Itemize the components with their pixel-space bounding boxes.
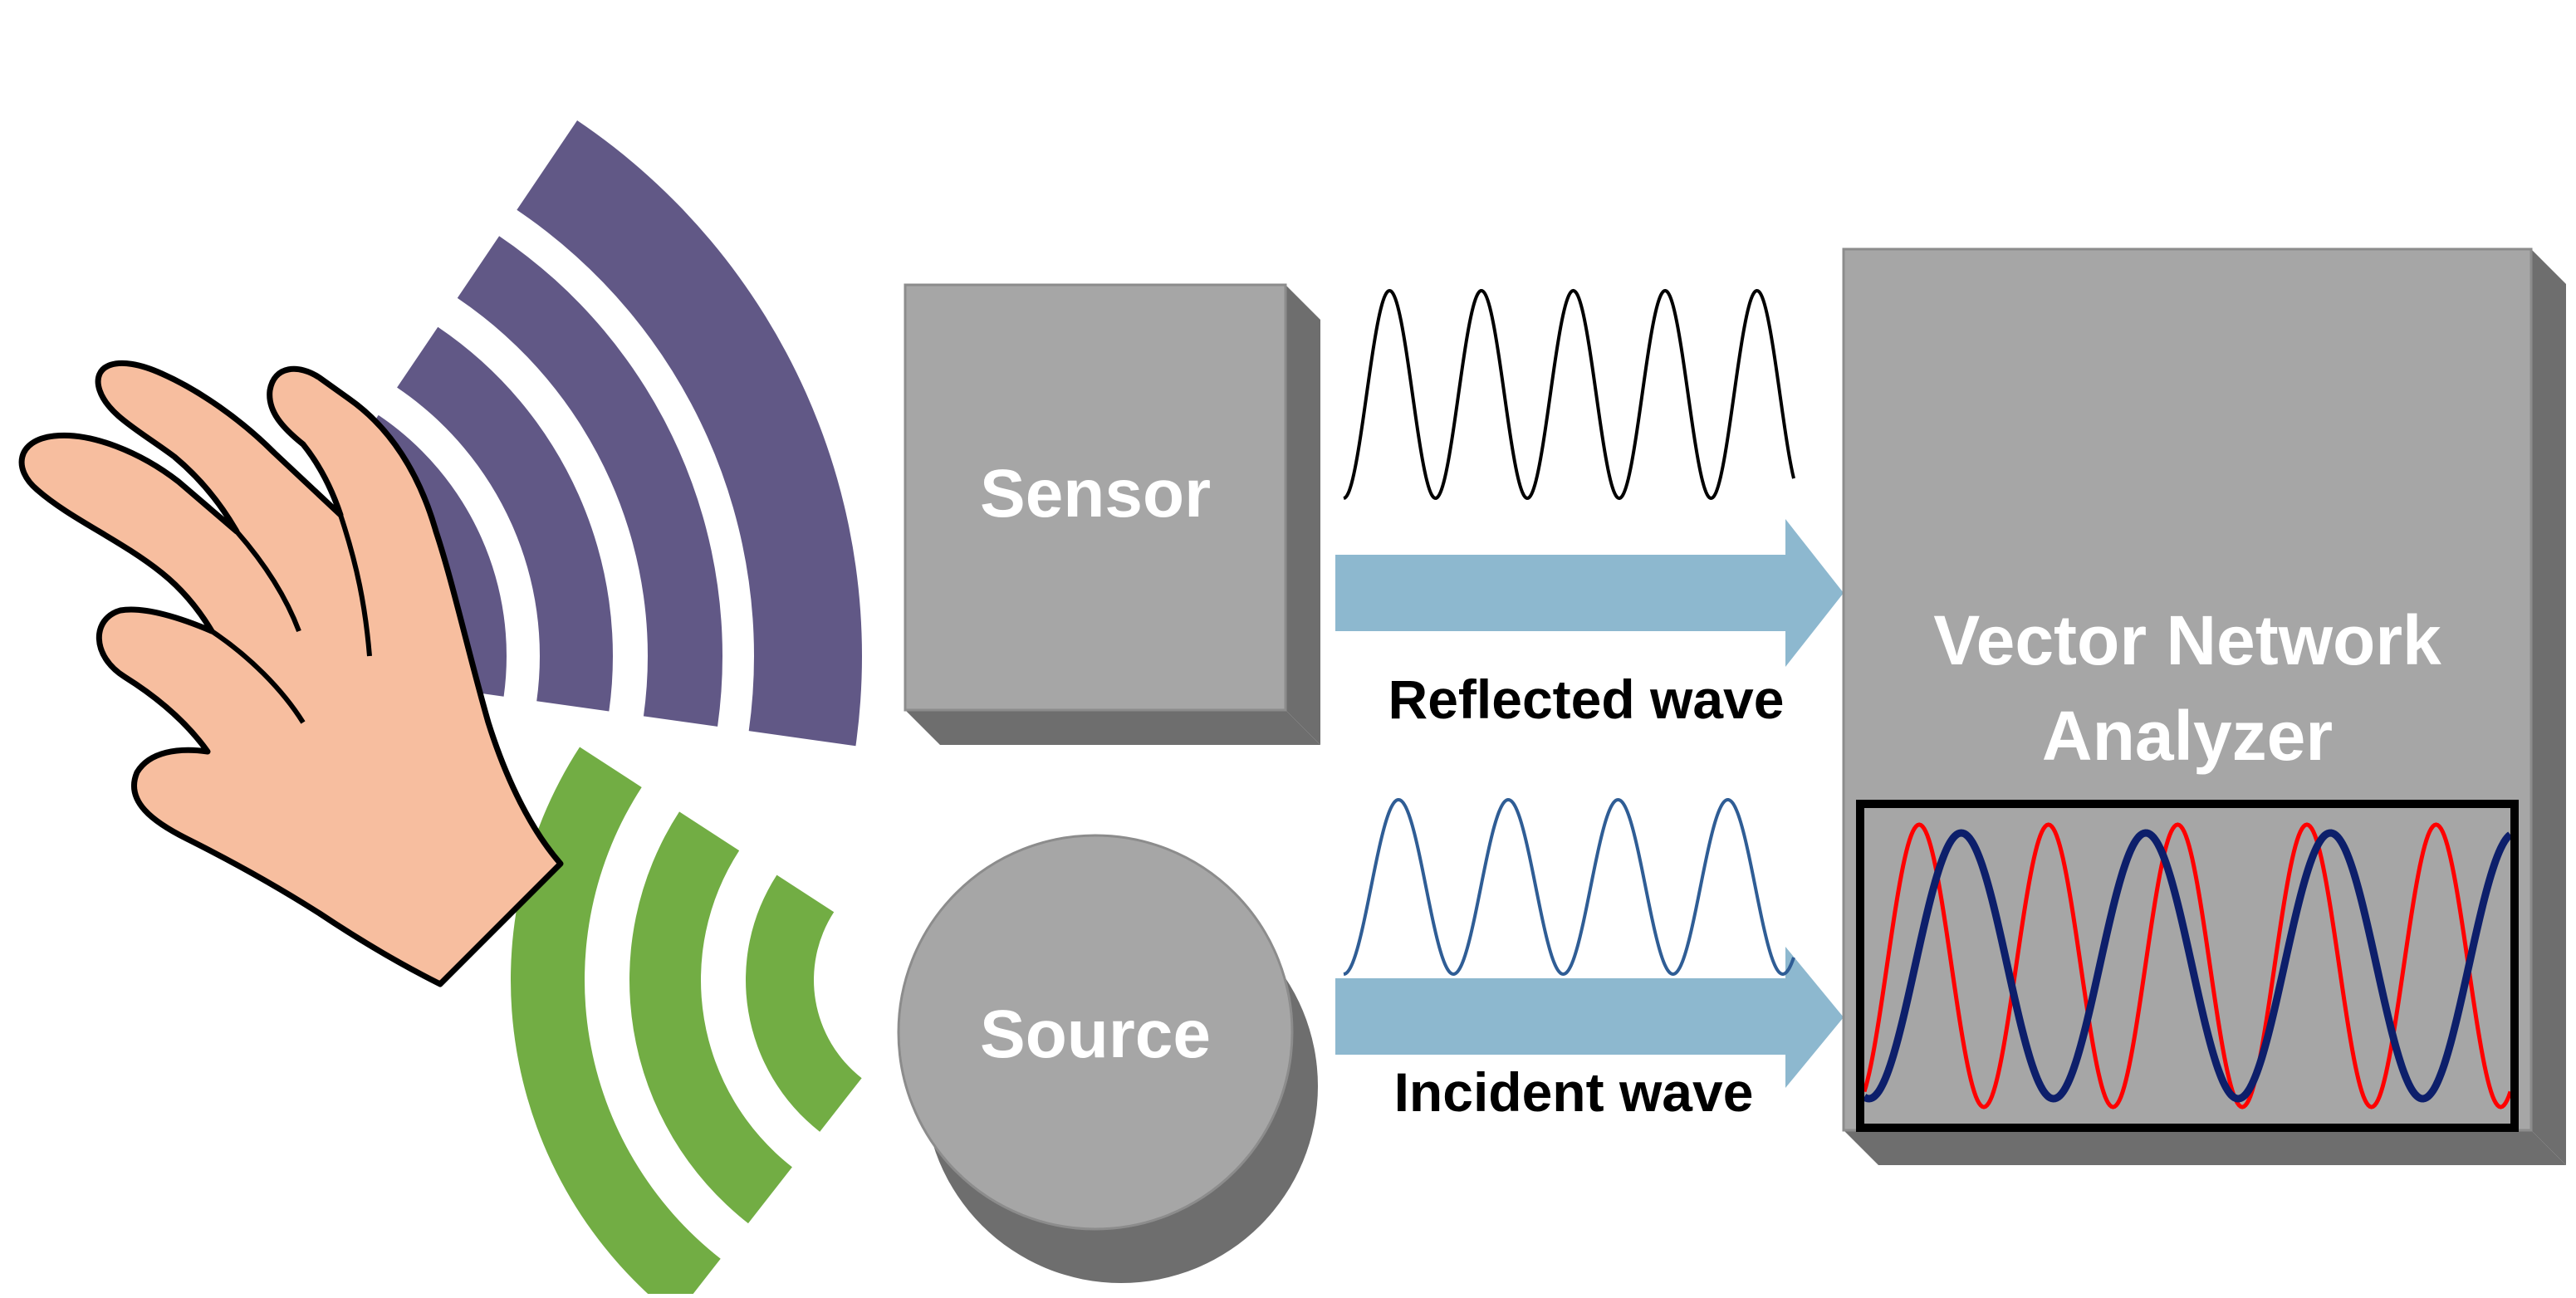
reflected-wave-label: Reflected wave — [1388, 669, 1785, 730]
analyzer-screen — [1856, 800, 2519, 1132]
screen-trace-blue — [1864, 829, 2510, 1103]
vector-network-analyzer: Vector Network Analyzer — [1842, 247, 2566, 1165]
reflected-arrow — [1335, 519, 1844, 667]
source-label: Source — [980, 997, 1211, 1072]
incident-arc-2 — [629, 811, 792, 1224]
incident-wave-signal — [1343, 797, 1795, 977]
incident-wave-label: Incident wave — [1394, 1061, 1754, 1123]
incident-signal-arcs — [511, 747, 862, 1298]
reflected-wave-signal — [1343, 288, 1795, 501]
incident-arc-1 — [746, 874, 862, 1132]
hand-icon — [18, 360, 564, 987]
reflected-arc-4 — [457, 236, 723, 727]
source-block: Source — [897, 834, 1318, 1283]
sensor-label: Sensor — [980, 456, 1211, 531]
reflected-arc-5 — [517, 120, 862, 747]
screen-trace-red — [1864, 822, 2510, 1109]
sensor-block: Sensor — [904, 283, 1320, 745]
incident-arrow — [1335, 947, 1844, 1088]
incident-arc-3 — [511, 747, 721, 1298]
analyzer-label-line1: Vector Network — [1933, 601, 2441, 679]
reflected-arc-3 — [397, 326, 613, 712]
analyzer-label-line2: Analyzer — [2042, 697, 2333, 775]
